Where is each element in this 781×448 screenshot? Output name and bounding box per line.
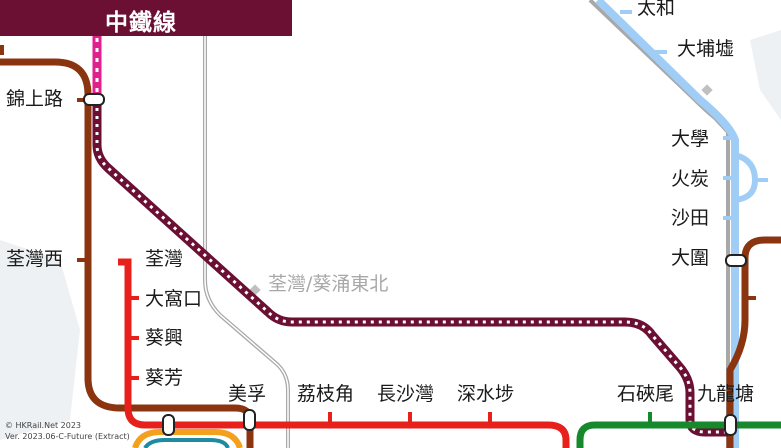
copyright-text: © HKRail.Net 2023 xyxy=(5,421,82,430)
map-background-area xyxy=(0,240,80,440)
station-cheung-sha-wan[interactable]: 長沙灣 xyxy=(377,383,435,405)
station-mei-foo[interactable]: 美孚 xyxy=(228,383,267,405)
interchange-mei-foo[interactable] xyxy=(243,409,256,431)
station-tai-po-market[interactable]: 大埔墟 xyxy=(677,38,735,60)
interchange-tai-wai[interactable] xyxy=(725,254,747,267)
station-future-tsuen-wan-kwai-chung[interactable]: 荃灣/葵涌東北 xyxy=(268,273,389,295)
station-fo-tan[interactable]: 火炭 xyxy=(671,168,710,190)
station-kam-sheung-road[interactable]: 錦上路 xyxy=(6,88,64,110)
station-kwai-hing[interactable]: 葵興 xyxy=(145,327,184,349)
grey-line-west-inner xyxy=(204,36,289,448)
interchange-kowloon-tong[interactable] xyxy=(724,414,737,436)
version-text: Ver. 2023.06-C-Future (Extract) xyxy=(5,432,130,441)
title-text: 中鐵線 xyxy=(105,10,177,36)
station-sha-tin[interactable]: 沙田 xyxy=(671,207,710,229)
station-kwai-fong[interactable]: 葵芳 xyxy=(145,367,184,389)
orange-line xyxy=(132,429,243,448)
station-tsuen-wan[interactable]: 荃灣 xyxy=(145,248,184,270)
east-rail-line xyxy=(595,0,739,448)
teal-line xyxy=(143,438,230,448)
station-tsuen-wan-west[interactable]: 荃灣西 xyxy=(6,248,64,270)
station-sham-shui-po[interactable]: 深水埗 xyxy=(457,383,515,405)
station-university[interactable]: 大學 xyxy=(671,128,710,150)
station-tai-wai[interactable]: 大圍 xyxy=(671,247,710,269)
station-tai-wo[interactable]: 太和 xyxy=(637,0,676,19)
future-station-marker xyxy=(701,84,713,96)
map-background-area xyxy=(750,30,781,120)
tsuen-wan-line xyxy=(118,258,570,448)
interchange-mei-foo-west[interactable] xyxy=(162,414,175,436)
station-kowloon-tong[interactable]: 九龍塘 xyxy=(697,383,755,405)
station-shek-kip-mei[interactable]: 石硤尾 xyxy=(617,383,675,405)
tuen-ma-line-east xyxy=(726,236,781,448)
station-lai-chi-kok[interactable]: 荔枝角 xyxy=(297,383,355,405)
title-bar: 中鐵線 xyxy=(0,0,292,36)
interchange-kam-sheung-road[interactable] xyxy=(83,93,105,106)
kwun-tong-line xyxy=(576,421,781,448)
station-tai-wo-hau[interactable]: 大窩口 xyxy=(145,288,203,310)
